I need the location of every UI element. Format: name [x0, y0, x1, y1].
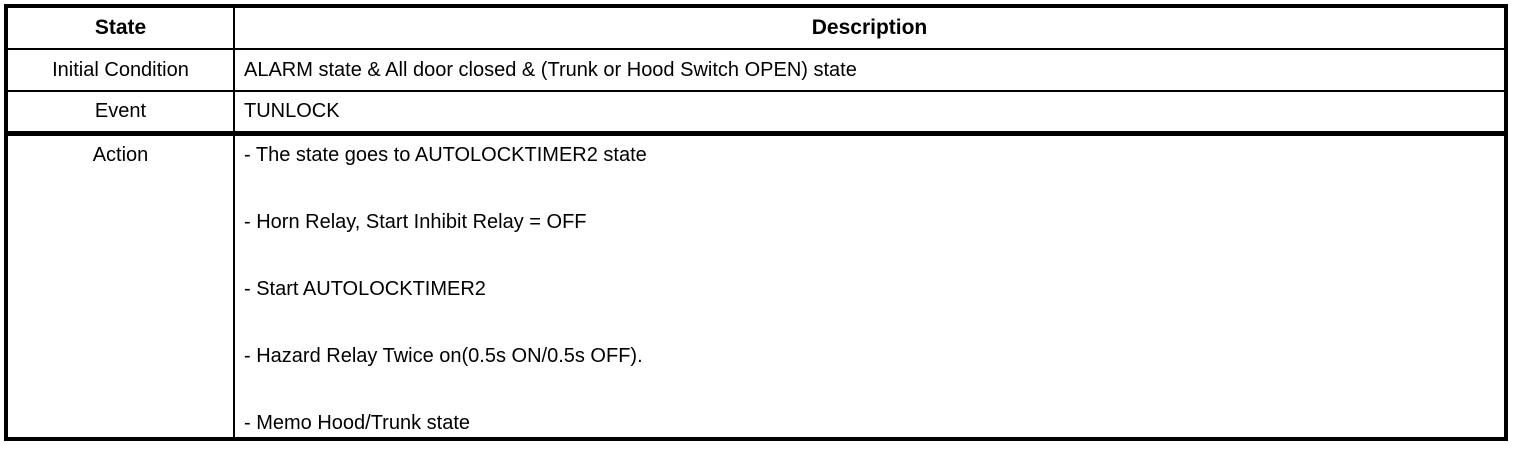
event-description: TUNLOCK: [233, 90, 1507, 134]
action-item: - Hazard Relay Twice on(0.5s ON/0.5s OFF…: [244, 344, 643, 367]
table-row-initial-condition: Initial Condition ALARM state & All door…: [5, 48, 1507, 92]
column-header-description: Description: [233, 5, 1507, 50]
action-item: - Start AUTOLOCKTIMER2: [244, 277, 486, 300]
initial-condition-description: ALARM state & All door closed & (Trunk o…: [233, 48, 1507, 92]
table-row-event: Event TUNLOCK: [5, 90, 1507, 134]
state-description-table: State Description Initial Condition ALAR…: [4, 4, 1508, 441]
table-header-row: State Description: [5, 5, 1507, 50]
row-label-initial-condition: Initial Condition: [5, 48, 235, 92]
action-item: - The state goes to AUTOLOCKTIMER2 state: [244, 143, 647, 166]
action-description-cell: - The state goes to AUTOLOCKTIMER2 state…: [233, 130, 1507, 440]
column-header-state: State: [5, 5, 235, 50]
row-label-event: Event: [5, 90, 235, 134]
action-item: - Memo Hood/Trunk state: [244, 411, 471, 434]
row-label-action: Action: [5, 130, 235, 440]
table-row-action: Action - The state goes to AUTOLOCKTIMER…: [5, 130, 1507, 440]
action-item: - Horn Relay, Start Inhibit Relay = OFF: [244, 210, 587, 233]
